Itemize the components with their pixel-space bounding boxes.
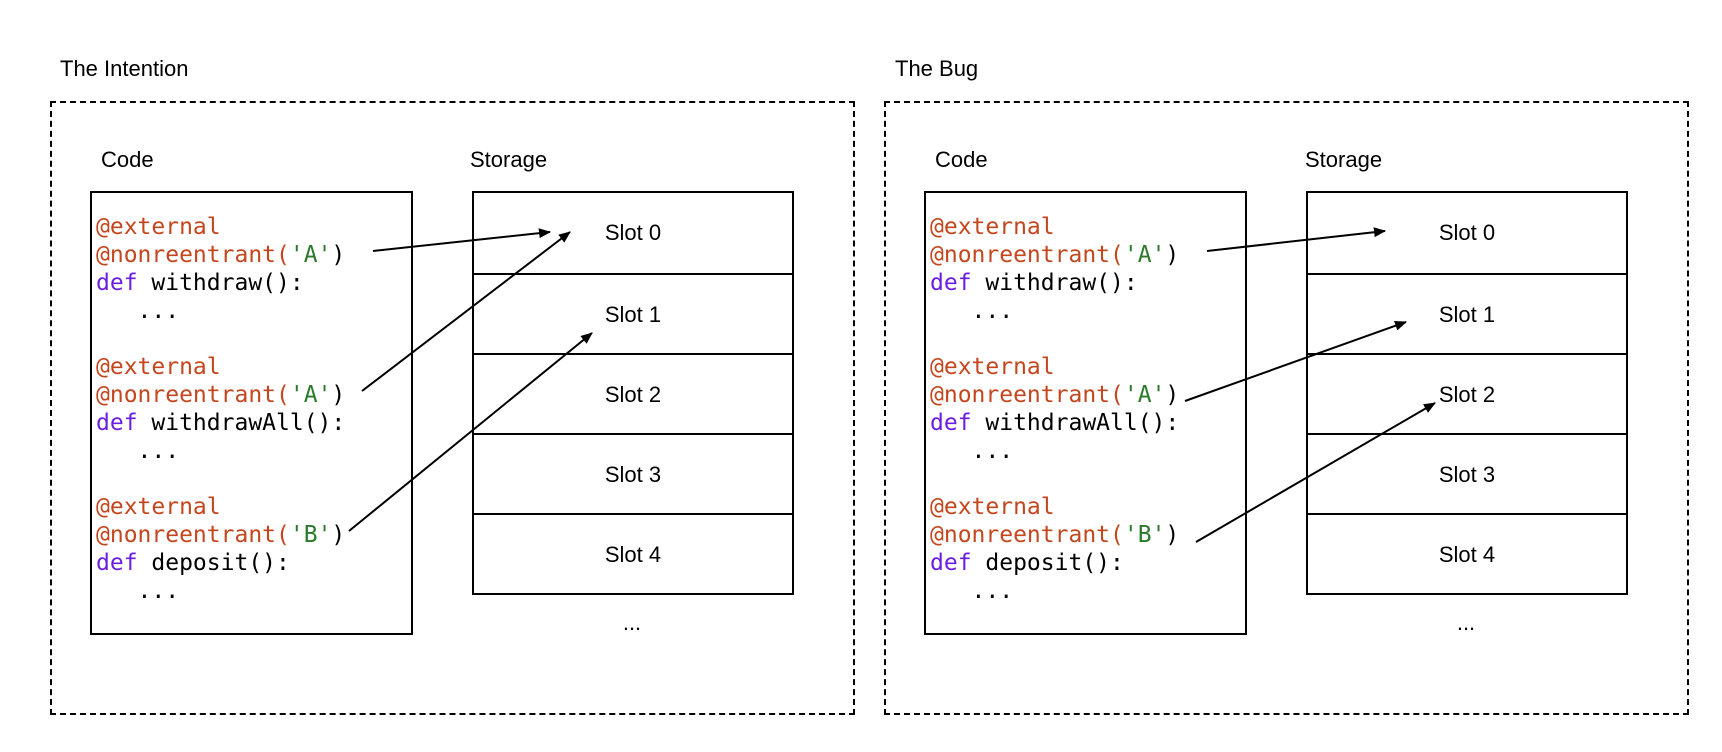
decorator-external: @external — [96, 214, 221, 240]
mapping-arrow — [1195, 402, 1436, 543]
decorator-nonreentrant: @nonreentrant('B') — [96, 522, 346, 548]
storage-slot: Slot 0 — [604, 220, 662, 245]
function-body: ... — [930, 298, 1014, 324]
storage-label: Storage — [470, 147, 548, 172]
decorator-nonreentrant: @nonreentrant('A') — [96, 382, 346, 408]
function-signature: def withdraw(): — [96, 270, 304, 296]
panel-title-intention: The Intention — [60, 56, 189, 81]
decorator-external: @external — [930, 214, 1055, 240]
mapping-arrow — [1184, 320, 1407, 402]
storage-slot: Slot 1 — [1308, 273, 1626, 353]
storage-more-ellipsis: ... — [622, 610, 642, 635]
decorator-nonreentrant: @nonreentrant('A') — [930, 382, 1180, 408]
code-label: Code — [935, 147, 988, 172]
storage-slot: Slot 2 — [474, 353, 792, 433]
storage-slot: Slot 0 — [1438, 220, 1496, 245]
function-body: ... — [96, 578, 180, 604]
function-signature: def deposit(): — [930, 550, 1124, 576]
function-signature: def deposit(): — [96, 550, 290, 576]
panel-frame-bug — [884, 101, 1689, 715]
function-body: ... — [930, 438, 1014, 464]
decorator-nonreentrant: @nonreentrant('B') — [930, 522, 1180, 548]
function-body: ... — [96, 438, 180, 464]
decorator-external: @external — [96, 354, 221, 380]
function-signature: def withdrawAll(): — [930, 410, 1180, 436]
decorator-nonreentrant: @nonreentrant('A') — [930, 242, 1180, 268]
function-signature: def withdraw(): — [930, 270, 1138, 296]
code-label: Code — [101, 147, 154, 172]
mapping-arrow — [372, 228, 551, 252]
storage-slot: Slot 2 — [1308, 353, 1626, 433]
function-body: ... — [96, 298, 180, 324]
mapping-arrow — [1206, 227, 1386, 252]
storage-slot: Slot 3 — [474, 433, 792, 513]
panel-title-bug: The Bug — [895, 56, 979, 81]
storage-slot: Slot 4 — [1308, 513, 1626, 593]
storage-slot: Slot 4 — [474, 513, 792, 593]
decorator-nonreentrant: @nonreentrant('A') — [96, 242, 346, 268]
storage-box: Slot 0 Slot 1 Slot 2 Slot 3 Slot 4 — [1306, 191, 1628, 595]
decorator-external: @external — [930, 494, 1055, 520]
storage-slot: Slot 1 — [474, 273, 792, 353]
storage-slot: Slot 3 — [1308, 433, 1626, 513]
storage-box: Slot 0 Slot 1 Slot 2 Slot 3 Slot 4 — [472, 191, 794, 595]
decorator-external: @external — [96, 494, 221, 520]
storage-label: Storage — [1305, 147, 1383, 172]
function-signature: def withdrawAll(): — [96, 410, 346, 436]
mapping-arrow — [348, 332, 593, 532]
code-box: @external @nonreentrant('A') def withdra… — [90, 191, 413, 635]
function-body: ... — [930, 578, 1014, 604]
storage-more-ellipsis: ... — [1456, 610, 1476, 635]
panel-frame-intention — [50, 101, 855, 715]
code-box: @external @nonreentrant('A') def withdra… — [924, 191, 1247, 635]
decorator-external: @external — [930, 354, 1055, 380]
mapping-arrow — [361, 231, 571, 392]
